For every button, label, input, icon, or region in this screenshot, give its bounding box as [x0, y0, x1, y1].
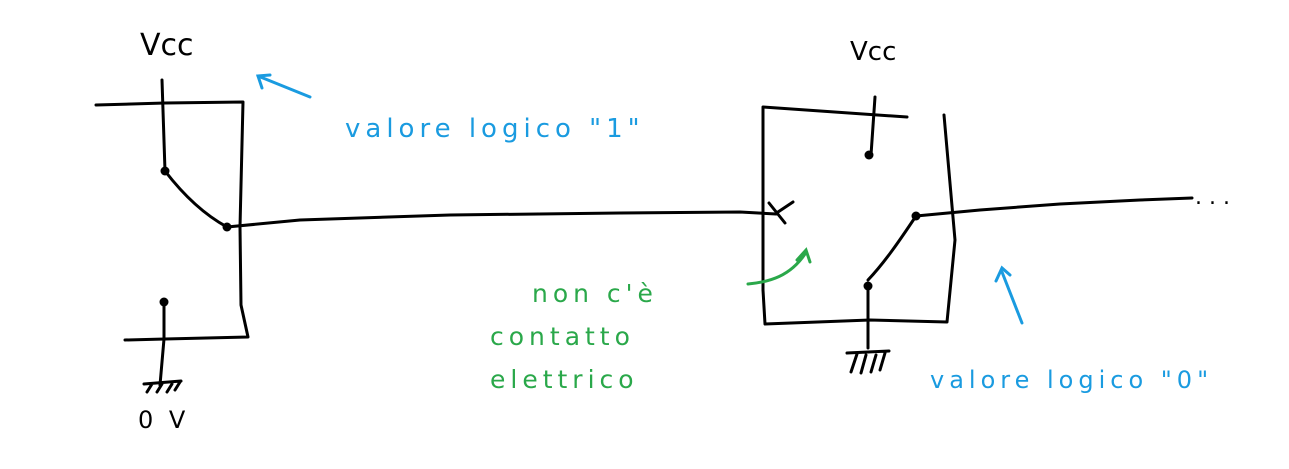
right-ground-symbol	[845, 349, 891, 375]
no-contact-line-3: elettrico	[490, 365, 639, 394]
right-switch-top-contact	[864, 150, 874, 160]
left-ground-lead	[158, 300, 166, 387]
vcc-right-label: Vcc	[850, 37, 896, 67]
output-wire	[914, 196, 1194, 218]
no-contact-line-2: contatto	[490, 322, 635, 351]
right-switch-arm	[866, 214, 918, 282]
left-vcc-lead	[160, 78, 167, 173]
logic-one-label: valore logico "1"	[345, 114, 645, 144]
continuation-dots: . . .	[1195, 185, 1230, 210]
vcc-left-label: Vcc	[140, 28, 194, 63]
right-switch-block	[761, 95, 1194, 375]
blue-arrow-right	[994, 265, 1024, 325]
annotation-arrows	[255, 73, 1024, 325]
open-contact-x-mark	[767, 200, 795, 225]
blue-arrow-top	[255, 73, 312, 99]
right-box-outline	[761, 105, 957, 326]
no-contact-line-1: non c'è	[532, 279, 658, 308]
ground-left-label: 0 V	[138, 406, 189, 434]
left-switch-arm	[163, 169, 229, 229]
logic-zero-label: valore logico "0"	[930, 366, 1213, 394]
green-arrow	[746, 247, 812, 286]
connecting-wire	[225, 210, 778, 229]
right-vcc-lead	[869, 95, 877, 157]
left-ground-symbol	[142, 379, 183, 394]
left-switch-block	[94, 78, 250, 394]
left-box-outline	[94, 100, 250, 342]
